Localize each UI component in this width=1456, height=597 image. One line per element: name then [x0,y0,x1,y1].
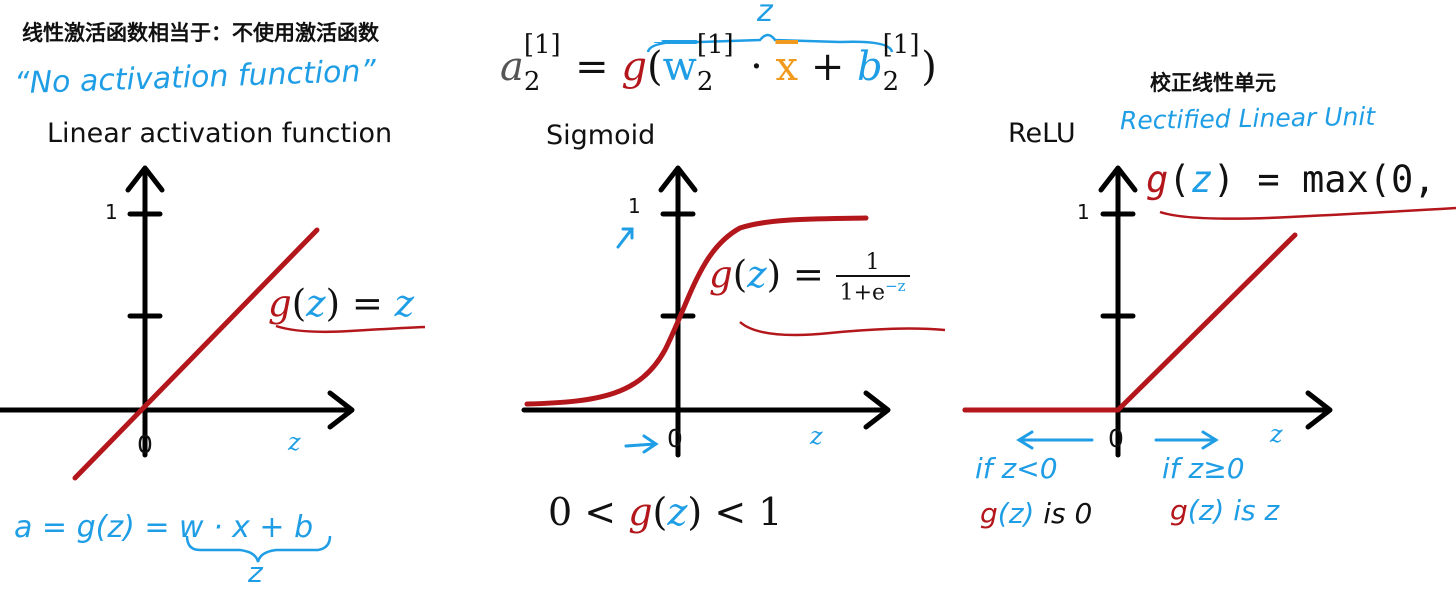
top-formula-dot: · [750,44,763,90]
sigmoid-frac-num: 1 [835,250,910,277]
linear-eq-g: g [268,282,292,325]
linear-origin: 0 [137,430,153,459]
relu-curve [962,232,1298,413]
sigmoid-axis-label: z [810,422,823,450]
linear-curve [72,227,320,481]
relu-axis-label: z [1270,420,1283,448]
top-formula-plus: + [810,44,845,90]
sigmoid-frac-den: 1+e−z [836,277,910,305]
sigmoid-fraction: 1 1+e−z [835,250,910,305]
linear-equation: g(z) = z [268,282,414,325]
relu-right-result-g: g [1170,494,1188,527]
top-formula-a: a [500,44,524,90]
relu-left-result-rest: is 0 [1034,497,1093,530]
top-formula-open: ( [646,44,663,90]
relu-eq-rhs: = max(0, [1235,158,1456,201]
top-z-label: z [757,0,773,29]
linear-bottom-z: z [248,556,263,589]
top-formula-b-sub: 2 [882,67,900,97]
relu-eq-z: z [1190,158,1213,201]
linear-bottom-formula: a = g(z) = w · x + b [14,510,314,545]
sigmoid-annotation-arrows [616,227,659,454]
sigmoid-eq-close: ) [766,253,782,297]
relu-annotation-arrows [1016,430,1219,450]
sigmoid-origin: 0 [667,424,683,453]
top-formula-w-sup: [1] [696,30,734,60]
top-formula-w: w [662,44,697,90]
sigmoid-frac-exp: −z [885,277,906,295]
linear-eq-underline [275,324,426,334]
relu-tick-one: 1 [1077,200,1090,224]
sigmoid-range-g: g [628,490,653,534]
sigmoid-eq-underline [739,321,946,337]
linear-title: Linear activation function [47,118,393,149]
bottom-left-brace [185,535,332,563]
relu-right-result: g(z) is z [1170,494,1279,527]
relu-origin: 0 [1108,424,1124,453]
sigmoid-eq-equals: = [792,253,824,297]
relu-right-result-rest: is z [1224,494,1280,527]
relu-eq-open: ( [1168,158,1191,201]
sigmoid-range-open: ( [652,490,668,534]
sigmoid-title: Sigmoid [546,120,656,151]
relu-eq-g: g [1146,158,1169,201]
top-formula-eq: = [575,44,609,90]
linear-axis-label: z [288,428,301,456]
relu-left-result: g(z) is 0 [980,497,1092,530]
linear-eq-open: ( [291,282,307,325]
sigmoid-range: 0 < g(z) < 1 [548,490,782,534]
linear-tick-one: 1 [105,200,118,224]
top-formula-g: g [621,44,647,90]
sigmoid-eq-g: g [709,253,733,297]
relu-title-cn: 校正线性单元 [1150,71,1276,95]
relu-right-condition: if z≥0 [1162,452,1245,485]
sigmoid-equation: g(z) = 1 1+e−z [709,250,910,305]
sigmoid-eq-z: z [747,253,767,297]
relu-title: ReLU [1008,118,1076,149]
page-title-cn: 线性激活函数相当于：不使用激活函数 [22,21,379,45]
relu-left-result-z: (z) [997,497,1035,530]
relu-left-condition: if z<0 [975,452,1058,485]
sigmoid-curve [524,215,869,407]
top-formula: a[1]2 = g(⃗w[1]2 · x + b[1]2) [500,30,937,97]
sigmoid-range-lo: 0 < [548,490,617,534]
relu-right-result-z: (z) [1187,494,1225,527]
sigmoid-eq-open: ( [732,253,748,297]
sigmoid-frac-den-base: 1+e [839,280,886,306]
top-z-brace [646,33,894,53]
sigmoid-axes [521,165,891,458]
top-formula-b-sup: [1] [882,30,920,60]
sigmoid-range-close: ) [687,490,703,534]
linear-eq-z: z [306,282,326,325]
relu-left-result-g: g [980,497,998,530]
linear-eq-rhs: z [394,282,415,325]
relu-full-name-note: Rectified Linear Unit [1119,101,1376,136]
top-formula-a-sup: [1] [523,30,561,60]
top-formula-x: x [775,44,799,90]
top-formula-w-sub: 2 [696,67,714,97]
sigmoid-tick-one: 1 [628,194,641,218]
linear-eq-close: ) [325,282,341,325]
top-formula-close: ) [921,44,937,90]
sigmoid-range-hi: < 1 [714,490,783,534]
relu-equation: g(z) = max(0, z [1146,158,1456,201]
relu-eq-close: ) [1212,158,1236,201]
top-formula-b: b [857,44,883,90]
relu-eq-underline [1159,206,1456,220]
linear-eq-equals: = [351,282,383,325]
sigmoid-range-z: z [667,490,688,534]
top-formula-a-sub: 2 [523,67,541,97]
